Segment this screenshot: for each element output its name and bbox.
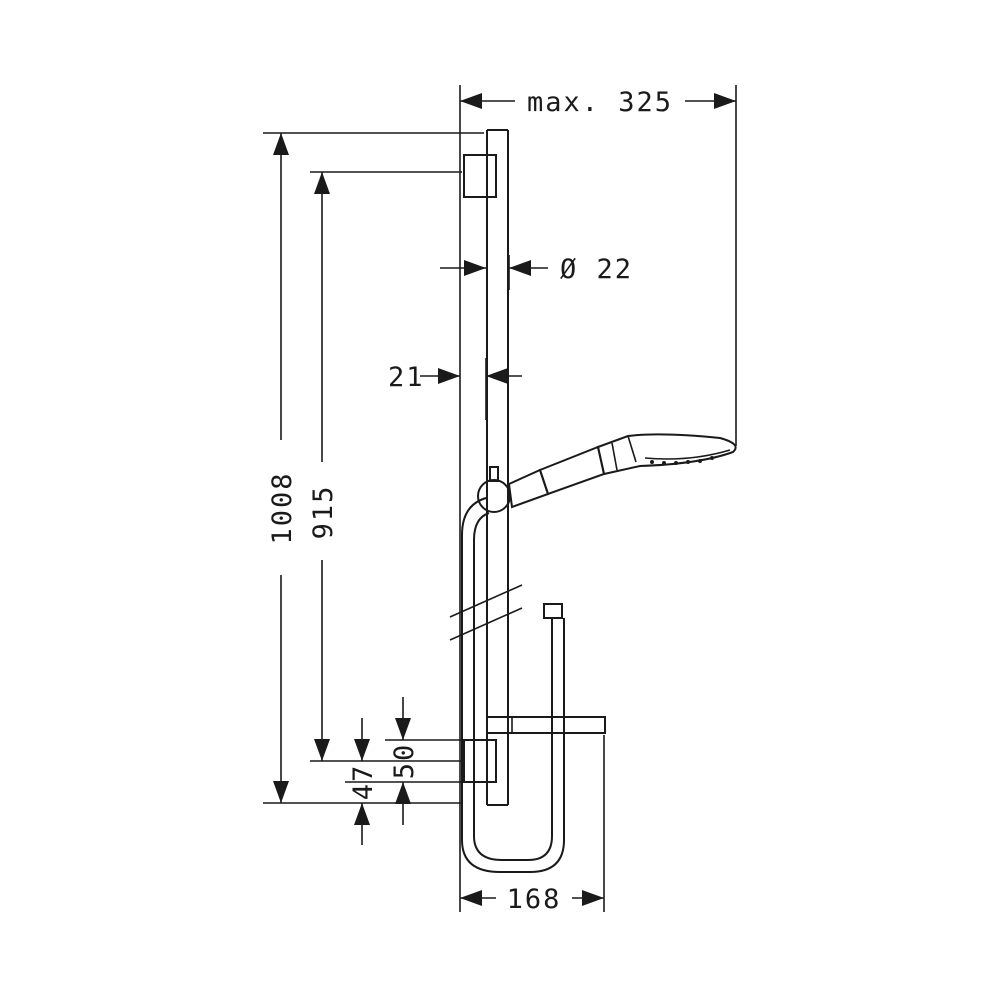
arrowhead xyxy=(460,890,482,906)
arrowhead xyxy=(438,368,460,384)
dimension-hose-width: 168 xyxy=(460,884,604,915)
dimension-label-diameter: Ø 22 xyxy=(560,254,633,285)
arrowhead xyxy=(354,803,370,825)
dimension-offset: 21 xyxy=(388,362,522,393)
dimension-label-bottom-offset: 47 xyxy=(348,764,379,801)
arrowhead xyxy=(395,718,411,740)
dimension-diameter: Ø 22 xyxy=(440,254,633,285)
dimension-max-width: max. 325 xyxy=(460,87,736,118)
slider-holder xyxy=(477,466,511,513)
arrowhead xyxy=(714,93,736,109)
arrowhead xyxy=(314,739,330,761)
arrowhead xyxy=(314,172,330,194)
dimension-label-total-height: 1008 xyxy=(267,471,298,544)
bottom-wall-bracket xyxy=(463,739,497,783)
arrowhead xyxy=(273,781,289,803)
dimension-lower-gap: 50 xyxy=(389,697,420,825)
arrowhead xyxy=(273,133,289,155)
arrowhead xyxy=(395,782,411,804)
dimension-bottom-offset: 47 xyxy=(348,718,379,845)
arrowhead xyxy=(460,93,482,109)
arrowhead xyxy=(509,260,531,276)
extension-lines xyxy=(263,85,737,912)
hand-shower xyxy=(507,433,737,509)
dimension-total-height: 1008 xyxy=(267,133,298,803)
spray-nozzles xyxy=(650,456,714,465)
shelf xyxy=(486,716,606,734)
dimension-rail-height: 915 xyxy=(308,172,339,761)
shower-hose xyxy=(461,497,565,873)
dimension-label-offset: 21 xyxy=(388,362,425,393)
dimension-label-max-width: max. 325 xyxy=(527,87,673,118)
top-wall-bracket xyxy=(463,154,497,198)
dimension-label-rail-height: 915 xyxy=(308,485,339,540)
arrowhead xyxy=(582,890,604,906)
arrowhead xyxy=(486,368,508,384)
dimension-label-hose-width: 168 xyxy=(507,884,562,915)
arrowhead xyxy=(464,260,486,276)
arrowhead xyxy=(354,739,370,761)
dimension-label-lower-gap: 50 xyxy=(389,743,420,780)
